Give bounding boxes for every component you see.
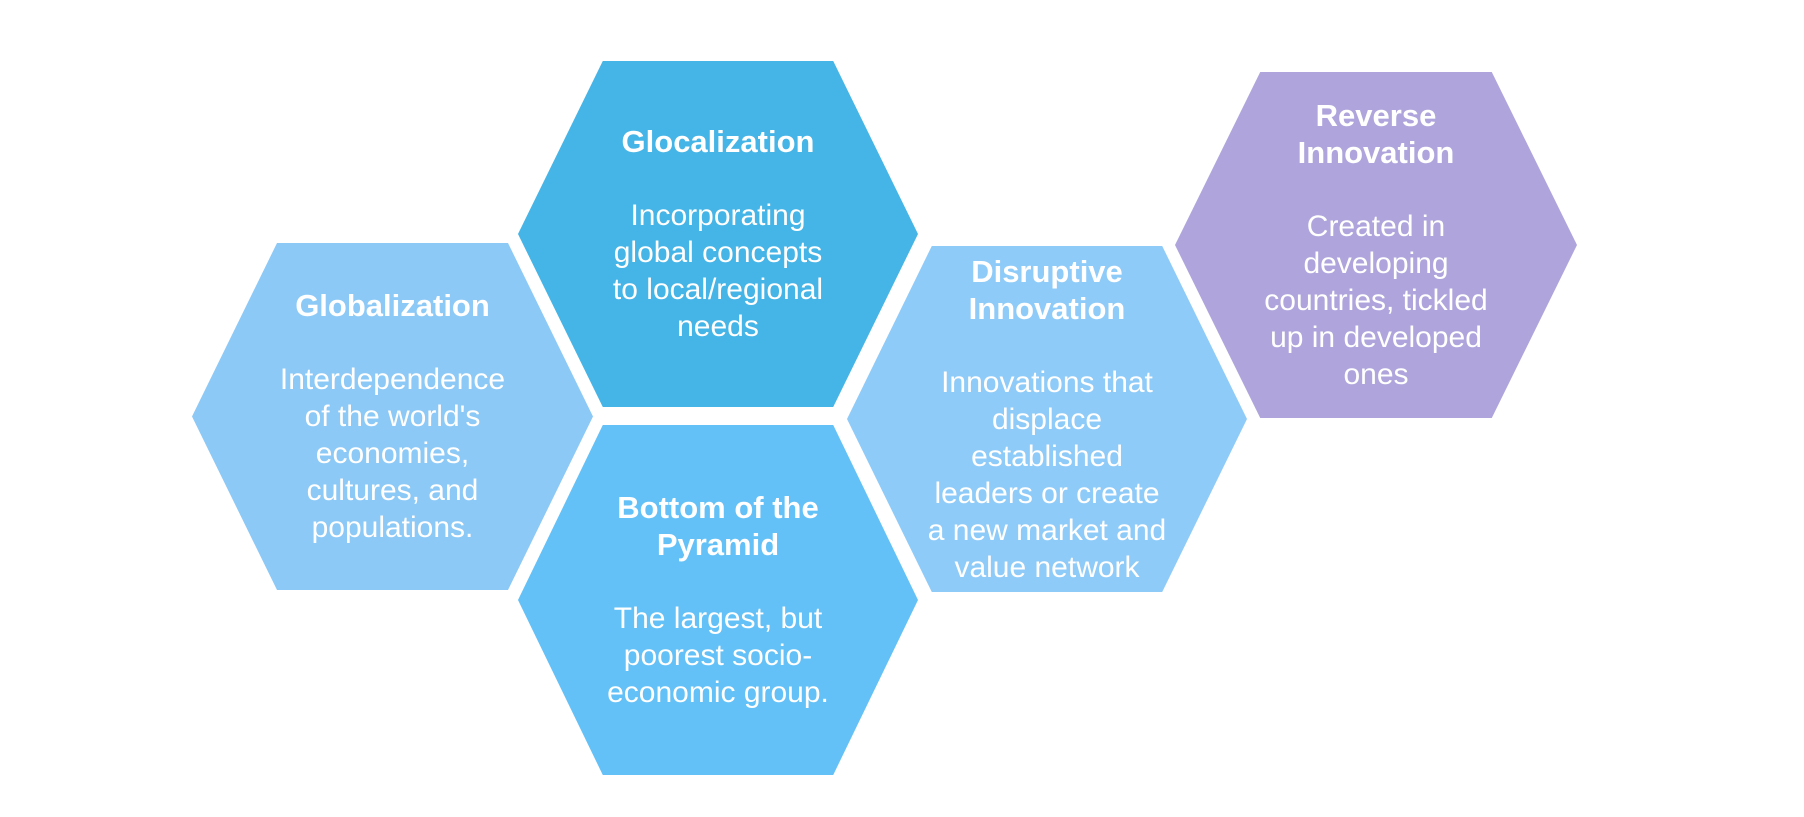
hexagon-body-text: Created in developing countries, tickled…: [1264, 210, 1488, 391]
hexagon-title: Glocalization: [621, 124, 815, 159]
hexagon-glocalization: Glocalization Incorporating global conce…: [518, 61, 918, 407]
hexagon-content: Glocalization Incorporating global conce…: [548, 123, 888, 345]
hexagon-body-text: Interdependence of the world's economies…: [279, 363, 506, 544]
hexagon-body-text: Incorporating global concepts to local/r…: [612, 199, 824, 343]
hexagon-content: Reverse Innovation Created in developing…: [1206, 97, 1546, 393]
hexagon-content: Globalization Interdependence of the wor…: [223, 287, 563, 546]
hexagon-title: Disruptive Innovation: [968, 253, 1126, 326]
hexagon-title: Reverse Innovation: [1297, 98, 1455, 170]
hexagon-reverse-innovation: Reverse Innovation Created in developing…: [1175, 72, 1577, 418]
hexagon-title: Bottom of the Pyramid: [617, 490, 819, 562]
hexagon-globalization: Globalization Interdependence of the wor…: [192, 243, 593, 590]
hexagon-disruptive-innovation: Disruptive Innovation Innovations that d…: [847, 246, 1247, 592]
hexagon-body-text: Innovations that displace established le…: [927, 365, 1167, 584]
hexagon-title: Globalization: [295, 288, 490, 323]
hexagon-content: Bottom of the Pyramid The largest, but p…: [548, 489, 888, 711]
hexagon-bottom-of-the-pyramid: Bottom of the Pyramid The largest, but p…: [518, 425, 918, 775]
hexagon-body-text: The largest, but poorest socio- economic…: [607, 602, 829, 709]
hexagon-content: Disruptive Innovation Innovations that d…: [877, 253, 1217, 586]
